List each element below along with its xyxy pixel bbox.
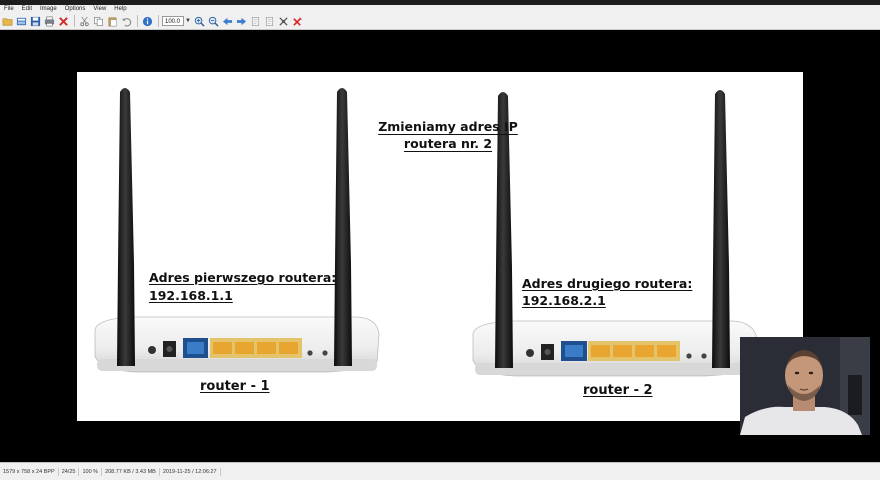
- slide-heading: Zmieniamy adres IP routera nr. 2: [350, 118, 546, 152]
- heading-line-2: routera nr. 2: [403, 136, 493, 151]
- router-2-ip: 192.168.2.1: [522, 293, 606, 308]
- chevron-down-icon[interactable]: ▼: [185, 18, 191, 24]
- thumbnails-icon[interactable]: [15, 15, 27, 27]
- last-page-icon[interactable]: [264, 15, 276, 27]
- led-icon: [148, 346, 156, 354]
- settings-icon[interactable]: [278, 15, 290, 27]
- routers-illustration: [94, 88, 758, 377]
- toolbar-separator: [137, 15, 138, 27]
- menu-help[interactable]: Help: [114, 6, 127, 12]
- router-2: [472, 90, 758, 377]
- delete-icon[interactable]: [57, 15, 69, 27]
- status-image-dimensions: 1579 x 758 x 24 BPP: [0, 467, 59, 476]
- window-title-strip: [0, 0, 880, 5]
- antenna-left: [117, 88, 135, 366]
- exit-icon[interactable]: [292, 15, 304, 27]
- previous-icon[interactable]: [222, 15, 234, 27]
- toolbar-separator: [74, 15, 75, 27]
- antenna-right: [334, 88, 352, 366]
- image-viewport[interactable]: Zmieniamy adres IP routera nr. 2 Adres p…: [0, 31, 880, 462]
- open-icon[interactable]: [1, 15, 13, 27]
- status-date: 2019-11-25 / 12:06:27: [160, 467, 221, 476]
- heading-line-1: Zmieniamy adres IP: [378, 119, 518, 134]
- status-zoom: 100 %: [79, 467, 103, 476]
- antenna-left: [495, 92, 513, 368]
- cut-icon[interactable]: [78, 15, 90, 27]
- zoom-in-icon[interactable]: [194, 15, 206, 27]
- router-2-caption: router - 2: [583, 383, 653, 398]
- print-icon[interactable]: [43, 15, 55, 27]
- status-bar: 1579 x 758 x 24 BPP 24/25 100 % 208.77 K…: [0, 462, 880, 480]
- slide-image: Zmieniamy adres IP routera nr. 2 Adres p…: [77, 72, 803, 421]
- status-file-size: 208.77 KB / 3.43 MB: [102, 467, 160, 476]
- status-image-index: 24/25: [59, 467, 80, 476]
- save-icon[interactable]: [29, 15, 41, 27]
- led-icon: [526, 349, 534, 357]
- undo-icon[interactable]: [120, 15, 132, 27]
- antenna-right: [712, 90, 730, 368]
- menu-bar: File Edit Image Options View Help: [0, 5, 880, 13]
- menu-image[interactable]: Image: [40, 6, 57, 12]
- first-page-icon[interactable]: [250, 15, 262, 27]
- copy-icon[interactable]: [92, 15, 104, 27]
- menu-file[interactable]: File: [4, 6, 14, 12]
- menu-view[interactable]: View: [93, 6, 107, 12]
- router-2-address-label: Adres drugiego routera:: [522, 276, 693, 291]
- router-1-address-label: Adres pierwszego routera:: [149, 270, 337, 285]
- menu-options[interactable]: Options: [64, 6, 86, 12]
- next-icon[interactable]: [236, 15, 248, 27]
- paste-icon[interactable]: [106, 15, 118, 27]
- toolbar-separator: [158, 15, 159, 27]
- webcam-overlay: [740, 337, 870, 435]
- menu-edit[interactable]: Edit: [21, 6, 33, 12]
- info-icon[interactable]: [141, 15, 153, 27]
- router-1-caption: router - 1: [200, 379, 270, 394]
- router-1: [94, 88, 380, 373]
- zoom-out-icon[interactable]: [208, 15, 220, 27]
- toolbar: 100.0 ▼: [0, 13, 880, 30]
- router-1-ip: 192.168.1.1: [149, 288, 233, 303]
- zoom-input[interactable]: 100.0: [162, 16, 184, 26]
